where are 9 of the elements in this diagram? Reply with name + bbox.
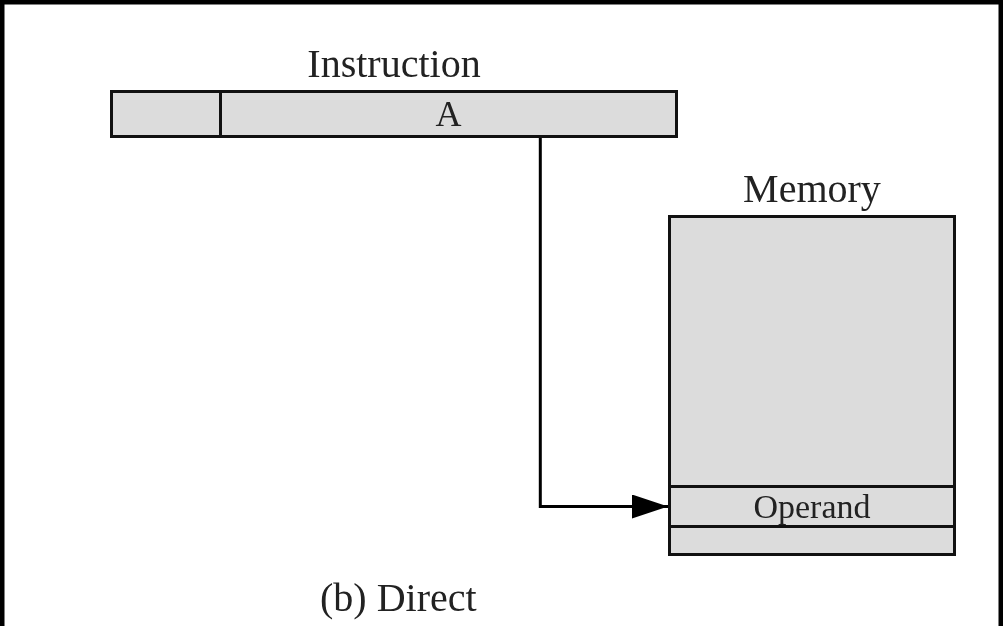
opcode-field xyxy=(110,90,222,138)
arrow xyxy=(538,138,668,519)
heading: Instruction xyxy=(307,44,481,84)
address-field: A xyxy=(219,90,678,138)
heading: Memory xyxy=(743,169,881,209)
memory-cell xyxy=(668,525,956,556)
operand-cell: Operand xyxy=(668,485,956,528)
memory-cell xyxy=(668,215,956,488)
caption: (b) Direct xyxy=(320,578,477,618)
